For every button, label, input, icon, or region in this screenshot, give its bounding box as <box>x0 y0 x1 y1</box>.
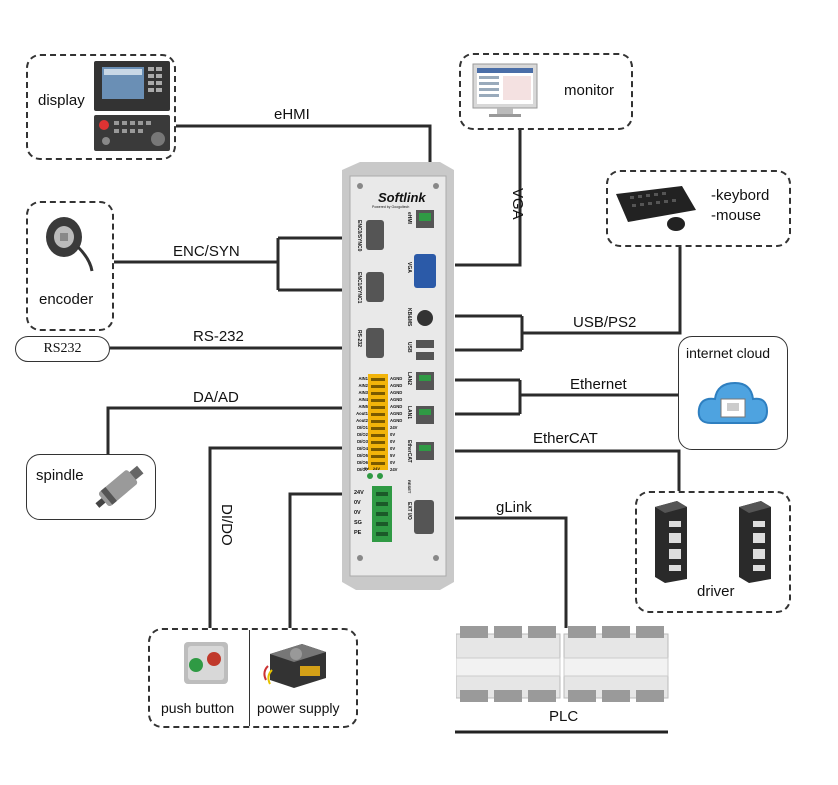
controller-brand: Softlink <box>378 190 426 205</box>
encoder-image <box>46 217 94 272</box>
terminal-right-label-8: 24V <box>390 425 398 430</box>
rs232-box-label: RS232 <box>43 341 82 356</box>
display-label: display <box>38 92 85 109</box>
terminal-right-label-7: AGND <box>390 418 403 423</box>
port-label-usb: USB <box>406 342 412 353</box>
terminal-right-label-5: AGND <box>390 404 403 409</box>
display-box: display <box>26 54 176 160</box>
terminal-left-label-9: DI/O2 <box>357 432 368 437</box>
plc-label: PLC <box>549 708 579 725</box>
keyboard-mouse-image <box>616 186 696 231</box>
terminal-left-label-12: DI/O5 <box>357 453 368 458</box>
ehmi-label: eHMI <box>274 106 310 123</box>
terminal-right-label-9: 0V <box>390 432 396 437</box>
keyboard-mouse-box: -keybord -mouse <box>606 170 791 247</box>
terminal-left-label-13: DI/O6 <box>357 460 368 465</box>
port-label-kbms: KB&MS <box>406 308 412 327</box>
mouse-label: -mouse <box>711 207 762 224</box>
port-label-ext-io: EXT I/O <box>406 502 412 520</box>
spindle-image <box>95 465 144 508</box>
power-terminal-label-5: PE <box>354 530 362 536</box>
port-label-vga: VGA <box>406 262 412 273</box>
controller-tagline: Powered by Googoltech <box>372 205 410 209</box>
terminal-right-label-11: 0V <box>390 446 396 451</box>
controller: Softlink Powered by Googoltech ENC0/SYNC… <box>342 162 454 590</box>
terminal-left-label-10: DI/O3 <box>357 439 368 444</box>
power-terminal-label-4: SG <box>354 520 362 526</box>
port-label-enc0: ENC0/SYNC0 <box>356 220 362 252</box>
vga-label: VGA <box>509 188 526 220</box>
da-ad-label: DA/AD <box>193 389 239 406</box>
power-supply-label: power supply <box>257 700 340 716</box>
driver-1-image <box>655 501 687 583</box>
ethercat-label: EtherCAT <box>533 430 598 447</box>
port-label-ehmi: eHMI <box>406 212 412 224</box>
power-terminal-label-3: 0V <box>354 510 361 516</box>
driver-label: driver <box>697 583 735 600</box>
encoder-label: encoder <box>39 291 94 308</box>
terminal-right-label-10: 0V <box>390 439 396 444</box>
di-do-label: DI/DO <box>218 504 235 546</box>
enc-syn-label: ENC/SYN <box>173 243 240 260</box>
port-label-reset: RESET <box>407 480 412 494</box>
terminal-left-label-3: AIN3 <box>358 390 368 395</box>
push-button-power-supply-box: push button power supply <box>148 628 358 728</box>
glink-label: gLink <box>496 499 532 516</box>
terminal-right-label-14: 24V <box>390 467 398 472</box>
terminal-right-labels: AGND AGND AGND AGND AGND AGND AGND 24V 0V 0V 0V 5V 0… <box>390 375 412 473</box>
box-divider <box>249 630 250 726</box>
terminal-left-label-7: Aout2 <box>356 418 368 423</box>
cloud-icon <box>697 381 769 424</box>
terminal-right-label-12: 5V <box>390 453 396 458</box>
terminal-left-label-6: Aout1 <box>356 411 368 416</box>
terminal-left-label-14: DI/O7 <box>357 467 368 472</box>
terminal-right-label-6: AGND <box>390 411 403 416</box>
push-button-label: push button <box>161 700 235 716</box>
driver-2-image <box>739 501 771 583</box>
spindle-box: spindle <box>26 454 156 520</box>
spindle-label: spindle <box>36 467 84 484</box>
terminal-left-label-1: AIN1 <box>358 376 368 381</box>
port-label-rs232: RS-232 <box>356 330 362 347</box>
terminal-right-label-3: AGND <box>390 390 403 395</box>
display-image <box>94 61 170 151</box>
rs232-box: RS232 <box>15 336 110 362</box>
usb-ps2-label: USB/PS2 <box>573 314 637 331</box>
terminal-right-label-13: 0V <box>390 460 396 465</box>
power-supply-image <box>263 644 326 688</box>
driver-box: driver <box>635 491 791 613</box>
monitor-image <box>472 63 538 117</box>
port-label-enc1: ENC1/SYNC1 <box>356 272 362 304</box>
internet-cloud-label: internet cloud <box>686 345 771 361</box>
led-label-2: 24V <box>372 466 381 471</box>
monitor-box: monitor <box>459 53 633 130</box>
power-terminal-labels: 24V 0V 0V SG PE <box>354 488 372 538</box>
ethernet-label: Ethernet <box>570 376 627 393</box>
terminal-left-label-8: DI/O1 <box>357 425 368 430</box>
terminal-left-label-4: AIN4 <box>358 397 368 402</box>
keyboard-label: -keybord <box>711 187 770 204</box>
internet-cloud-box: internet cloud <box>678 336 788 450</box>
terminal-right-label-4: AGND <box>390 397 403 402</box>
led-label-1: 5V <box>364 466 369 471</box>
terminal-left-label-11: DI/O4 <box>357 446 368 451</box>
encoder-box: encoder <box>26 201 114 331</box>
controller-body <box>342 162 454 590</box>
plc-image <box>456 626 669 702</box>
terminal-right-label-1: AGND <box>390 376 403 381</box>
terminal-left-label-2: AIN2 <box>358 383 368 388</box>
terminal-left-label-5: AIN5 <box>358 404 368 409</box>
rs232-label: RS-232 <box>193 328 244 345</box>
push-button-image <box>184 642 228 684</box>
terminal-right-label-2: AGND <box>390 383 403 388</box>
power-terminal-label-2: 0V <box>354 500 361 506</box>
monitor-label: monitor <box>564 82 615 99</box>
power-terminal-label-1: 24V <box>354 490 364 496</box>
